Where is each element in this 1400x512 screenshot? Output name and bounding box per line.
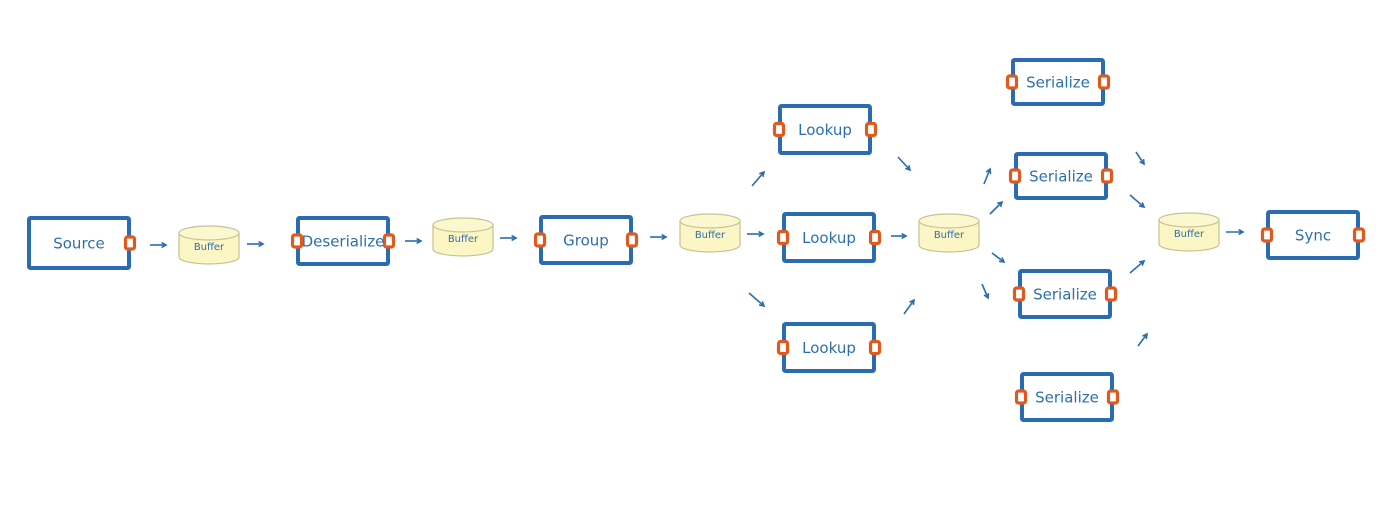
node-label: Serialize (1029, 168, 1093, 186)
buffer-label: Buffer (194, 242, 225, 253)
node-serialize-4: Serialize (1014, 372, 1120, 422)
node-serialize-1: Serialize (1005, 58, 1111, 106)
node-source: Source (27, 216, 137, 270)
node-label: Serialize (1033, 286, 1097, 304)
flow-arrow (1129, 194, 1146, 209)
buffer-4: Buffer (918, 213, 980, 253)
arrows-layer (150, 151, 1245, 347)
node-label: Source (53, 235, 105, 253)
flow-arrow (1226, 228, 1245, 236)
flow-arrow (150, 241, 168, 249)
output-port (868, 339, 882, 356)
node-label: Lookup (802, 229, 856, 247)
node-label: Sync (1295, 227, 1331, 245)
node-lookup-1: Lookup (772, 104, 878, 155)
node-label: Serialize (1035, 389, 1099, 407)
flow-arrow (500, 234, 518, 242)
node-group: Group (533, 215, 639, 265)
output-port (864, 121, 878, 138)
flow-arrow (247, 240, 265, 248)
buffer-3: Buffer (679, 213, 741, 253)
node-sync: Sync (1260, 210, 1366, 260)
input-port (290, 233, 304, 249)
buffer-label: Buffer (1174, 229, 1205, 240)
flow-arrow (747, 230, 765, 238)
input-port (1012, 286, 1026, 302)
input-port (1005, 74, 1019, 90)
node-deserialize: Deserialize (290, 216, 396, 266)
node-label: Deserialize (302, 233, 385, 251)
flow-arrow (991, 252, 1006, 264)
input-port (533, 232, 547, 248)
input-port (776, 229, 790, 246)
node-label: Serialize (1026, 74, 1090, 92)
flow-arrow (981, 283, 990, 300)
flow-arrow (751, 170, 766, 187)
flow-arrow (989, 200, 1004, 215)
input-port (772, 121, 786, 138)
flow-arrow (405, 237, 423, 245)
node-serialize-3: Serialize (1012, 269, 1118, 319)
output-port (625, 232, 639, 248)
input-port (1260, 227, 1274, 243)
flow-arrow (983, 167, 992, 185)
buffer-2: Buffer (432, 217, 494, 257)
flow-arrow (897, 156, 912, 172)
node-serialize-2: Serialize (1008, 152, 1114, 200)
flow-arrow (891, 232, 908, 240)
node-lookup-3: Lookup (776, 322, 882, 373)
buffer-1: Buffer (178, 225, 240, 265)
output-port (382, 233, 396, 249)
input-port (1008, 168, 1022, 184)
output-port (1097, 74, 1111, 90)
node-label: Group (563, 232, 609, 250)
output-port (1352, 227, 1366, 243)
input-port (1014, 389, 1028, 405)
flow-arrow (748, 292, 766, 308)
output-port (868, 229, 882, 246)
output-port (1104, 286, 1118, 302)
buffer-label: Buffer (934, 230, 965, 241)
flow-arrow (1129, 259, 1146, 274)
flow-arrow (1137, 332, 1149, 347)
output-port (1106, 389, 1120, 405)
flow-arrow (1135, 151, 1145, 166)
node-label: Lookup (802, 339, 856, 357)
output-port (123, 235, 137, 251)
buffer-label: Buffer (448, 234, 479, 245)
node-label: Lookup (798, 121, 852, 139)
input-port (776, 339, 790, 356)
output-port (1100, 168, 1114, 184)
buffer-5: Buffer (1158, 212, 1220, 252)
node-lookup-2: Lookup (776, 212, 882, 263)
flow-arrow (903, 298, 915, 315)
flow-arrow (650, 233, 668, 241)
buffer-label: Buffer (695, 230, 726, 241)
